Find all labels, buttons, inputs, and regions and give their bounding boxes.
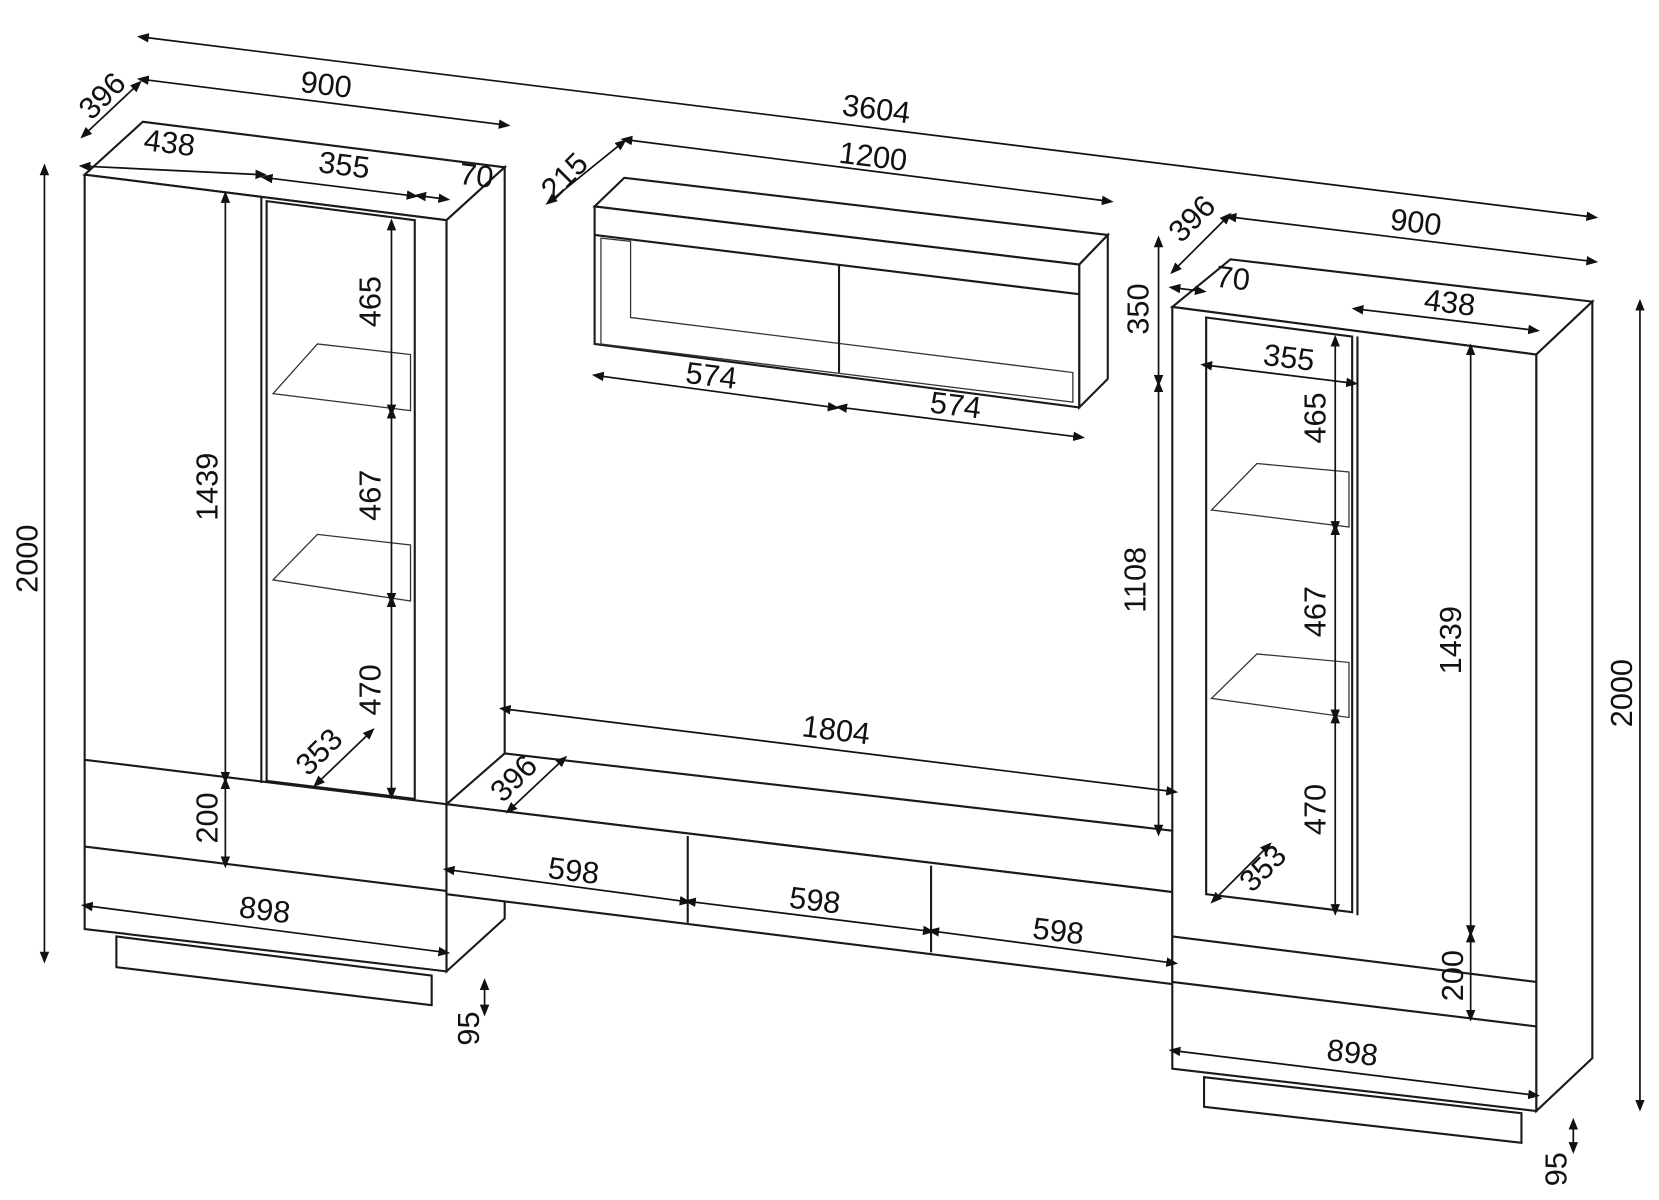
left-tower-door-width-label: 438 [142, 122, 197, 163]
left-tower-width-label: 900 [299, 64, 354, 105]
wall-shelf-width-label: 1200 [837, 135, 909, 178]
left-tower-depth-label: 396 [72, 65, 133, 126]
right-tower-shelf-2-label: 467 [1297, 586, 1332, 637]
dimension-line [136, 33, 1599, 221]
left-tower-height-label: 2000 [10, 525, 45, 593]
left-tower-shelf-1-label: 465 [353, 276, 388, 327]
right-tower-shelf-3-label: 470 [1297, 784, 1332, 835]
dimension-line [505, 755, 568, 814]
right-tower [1169, 258, 1595, 1144]
dimension-line [1200, 361, 1359, 388]
dimension-line [498, 705, 1179, 796]
dimension-line [442, 865, 692, 906]
dimension-line [80, 80, 142, 139]
right-tower-width-label: 900 [1388, 202, 1443, 243]
dimension-line [835, 403, 1086, 442]
wall-shelf-compartment-1-label: 574 [684, 355, 739, 396]
tv-bench-drawer-2-label: 598 [787, 880, 842, 921]
right-tower-height-label: 2000 [1604, 659, 1639, 727]
left-tower-side-width-label: 70 [457, 156, 495, 195]
left-tower-door-height-label: 1439 [190, 453, 225, 521]
dimension-line [414, 191, 451, 203]
dimension-line [313, 728, 375, 788]
right-tower-door-height-label: 1439 [1433, 606, 1468, 674]
tv-bench-drawer-1-label: 598 [546, 850, 601, 891]
dimension-line [1168, 1046, 1541, 1100]
dimension-line [927, 927, 1179, 967]
right-tower-glass-width-label: 355 [1261, 337, 1316, 378]
dimension-line [620, 135, 1114, 206]
wall-shelf [592, 176, 1111, 410]
dimension-lines [39, 33, 1645, 1154]
dimension-line [1168, 283, 1207, 296]
left-tower-drawer-height-label: 200 [190, 792, 225, 843]
total-width-label: 3604 [840, 87, 912, 130]
left-tower [82, 120, 508, 1007]
left-tower-plinth-label: 95 [451, 1011, 486, 1045]
right-tower-side-width-label: 70 [1214, 259, 1252, 298]
dimension-line [136, 75, 511, 129]
tv-bench-drawer-3-label: 598 [1031, 910, 1086, 951]
dimension-line [1351, 305, 1541, 335]
wall-shelf-height-label: 350 [1121, 283, 1156, 334]
right-tower-drawer-width-label: 898 [1325, 1032, 1380, 1073]
wall-shelf-depth-label: 215 [534, 146, 595, 207]
dimension-line [591, 371, 840, 412]
tv-bench-clearance-label: 1108 [1117, 547, 1152, 613]
left-tower-glass-width-label: 355 [317, 144, 372, 185]
dimension-line [260, 173, 419, 200]
right-tower-depth-label: 396 [1161, 188, 1222, 249]
right-tower-door-width-label: 438 [1422, 282, 1477, 323]
left-tower-shelf-3-label: 470 [353, 664, 388, 715]
dimension-line [683, 897, 935, 936]
right-tower-shelf-1-label: 465 [1297, 392, 1332, 443]
dimension-line [545, 139, 627, 205]
right-tower-plinth-label: 95 [1539, 1152, 1574, 1186]
wall-shelf-compartment-2-label: 574 [928, 385, 983, 426]
left-tower-shelf-2-label: 467 [353, 470, 388, 521]
left-tower-drawer-width-label: 898 [237, 889, 292, 930]
dimension-line [1224, 213, 1599, 266]
dimension-line [1210, 842, 1272, 904]
dimension-line [80, 901, 451, 957]
dimension-line [1170, 212, 1232, 275]
tv-bench-width-label: 1804 [800, 708, 872, 751]
dimension-line [78, 161, 268, 180]
right-tower-drawer-height-label: 200 [1435, 950, 1470, 1001]
